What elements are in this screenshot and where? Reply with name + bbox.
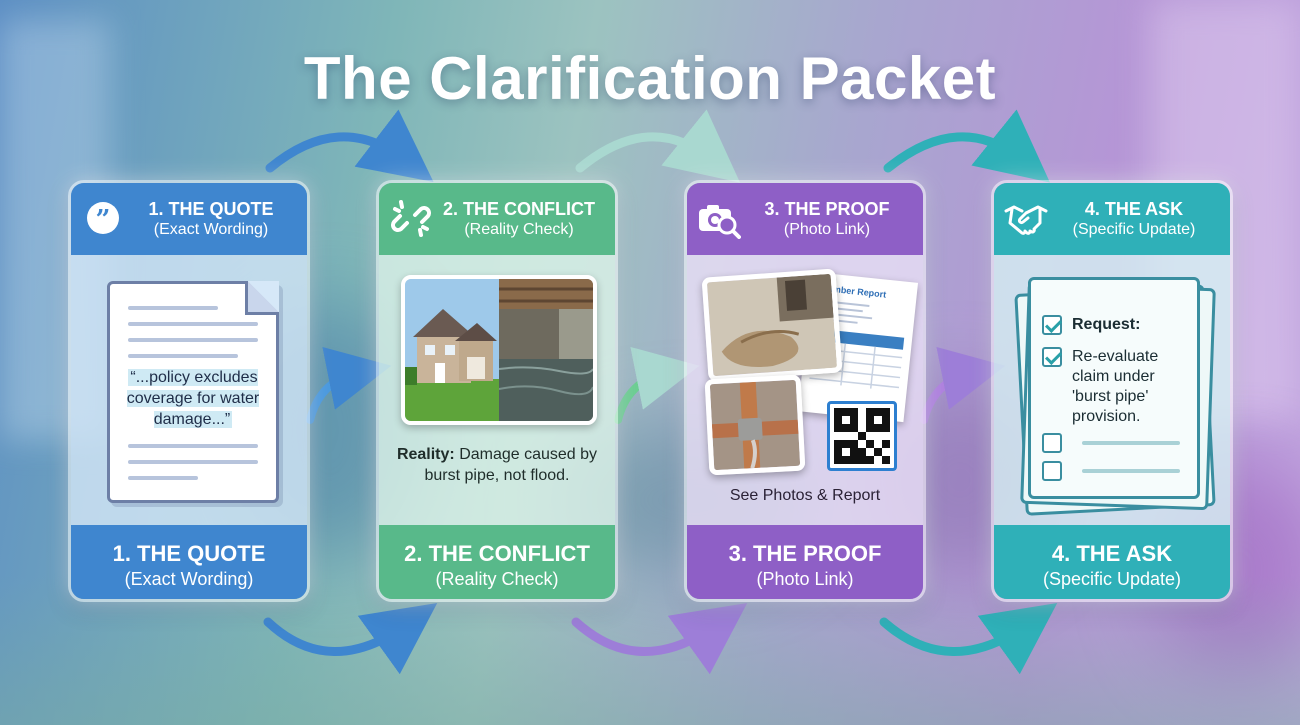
arrow-top-2 xyxy=(580,137,712,168)
burst-pipe-photo xyxy=(705,375,806,476)
card-footer: 2. THE CONFLICT (Reality Check) xyxy=(379,525,615,602)
card-title: 3. THE PROOF xyxy=(741,199,913,221)
card-title: 2. THE CONFLICT xyxy=(433,199,605,221)
arrow-mid-1 xyxy=(310,372,360,420)
card-ask: 4. THE ASK (Specific Update) Request: Re… xyxy=(991,180,1233,602)
card-header: ” 1. THE QUOTE (Exact Wording) xyxy=(71,183,307,255)
card-body: Reality: Damage caused by burst pipe, no… xyxy=(379,255,615,525)
request-label: Request: xyxy=(1072,315,1140,335)
reality-label: Reality: xyxy=(397,446,455,463)
card-subtitle: (Photo Link) xyxy=(741,220,913,239)
quote-bubble-icon: ” xyxy=(81,197,125,241)
house-vs-basement-photos xyxy=(401,275,597,425)
footer-title: 4. THE ASK xyxy=(1052,541,1172,567)
checkbox-empty xyxy=(1042,461,1062,481)
footer-title: 1. THE QUOTE xyxy=(113,541,266,567)
checkbox-checked xyxy=(1042,347,1062,367)
arrow-mid-2 xyxy=(618,372,668,420)
card-subtitle: (Reality Check) xyxy=(433,220,605,239)
policy-quote: “...policy excludes coverage for water d… xyxy=(118,368,268,430)
footer-subtitle: (Specific Update) xyxy=(1043,569,1181,590)
checklist-item-empty xyxy=(1042,433,1062,453)
arrow-top-3 xyxy=(888,137,1022,168)
camera-search-icon xyxy=(697,197,741,241)
card-body: “...policy excludes coverage for water d… xyxy=(71,255,307,525)
card-header: 2. THE CONFLICT (Reality Check) xyxy=(379,183,615,255)
policy-document: “...policy excludes coverage for water d… xyxy=(107,281,279,503)
handshake-icon xyxy=(1004,197,1048,241)
svg-text:”: ” xyxy=(96,205,111,235)
footer-title: 2. THE CONFLICT xyxy=(404,541,590,567)
house-photo xyxy=(405,279,499,421)
card-header: 3. THE PROOF (Photo Link) xyxy=(687,183,923,255)
card-subtitle: (Specific Update) xyxy=(1048,220,1220,239)
water-stain-photo xyxy=(702,268,843,381)
checklist-item-reevaluate: Re-evaluate claim under 'burst pipe' pro… xyxy=(1042,347,1192,427)
card-footer: 1. THE QUOTE (Exact Wording) xyxy=(71,525,307,602)
broken-link-icon xyxy=(389,197,433,241)
photo-report-caption: See Photos & Report xyxy=(687,487,923,505)
card-body: Plumber Report xyxy=(687,255,923,525)
checkbox-checked xyxy=(1042,315,1062,335)
card-body: Request: Re-evaluate claim under 'burst … xyxy=(994,255,1230,525)
checklist-item-request: Request: xyxy=(1042,315,1140,335)
checklist-item-empty xyxy=(1042,461,1062,481)
card-title: 4. THE ASK xyxy=(1048,199,1220,221)
card-footer: 4. THE ASK (Specific Update) xyxy=(994,525,1230,602)
arrow-bottom-1 xyxy=(268,622,408,652)
footer-subtitle: (Reality Check) xyxy=(435,569,558,590)
footer-subtitle: (Exact Wording) xyxy=(125,569,254,590)
card-footer: 3. THE PROOF (Photo Link) xyxy=(687,525,923,602)
footer-subtitle: (Photo Link) xyxy=(756,569,853,590)
flooded-basement-photo xyxy=(499,279,593,421)
card-proof: 3. THE PROOF (Photo Link) Plumber Report xyxy=(684,180,926,602)
checkbox-empty xyxy=(1042,433,1062,453)
card-subtitle: (Exact Wording) xyxy=(125,220,297,239)
card-header: 4. THE ASK (Specific Update) xyxy=(994,183,1230,255)
arrow-mid-3 xyxy=(924,372,974,420)
footer-title: 3. THE PROOF xyxy=(729,541,882,567)
arrow-bottom-3 xyxy=(884,622,1028,652)
reality-statement: Reality: Damage caused by burst pipe, no… xyxy=(391,445,603,487)
card-quote: ” 1. THE QUOTE (Exact Wording) “...polic… xyxy=(68,180,310,602)
request-text: Re-evaluate claim under 'burst pipe' pro… xyxy=(1072,347,1182,427)
card-conflict: 2. THE CONFLICT (Reality Check) xyxy=(376,180,618,602)
qr-code-icon xyxy=(827,401,897,471)
card-title: 1. THE QUOTE xyxy=(125,199,297,221)
arrow-bottom-2 xyxy=(576,622,718,652)
arrow-top-1 xyxy=(270,137,405,168)
